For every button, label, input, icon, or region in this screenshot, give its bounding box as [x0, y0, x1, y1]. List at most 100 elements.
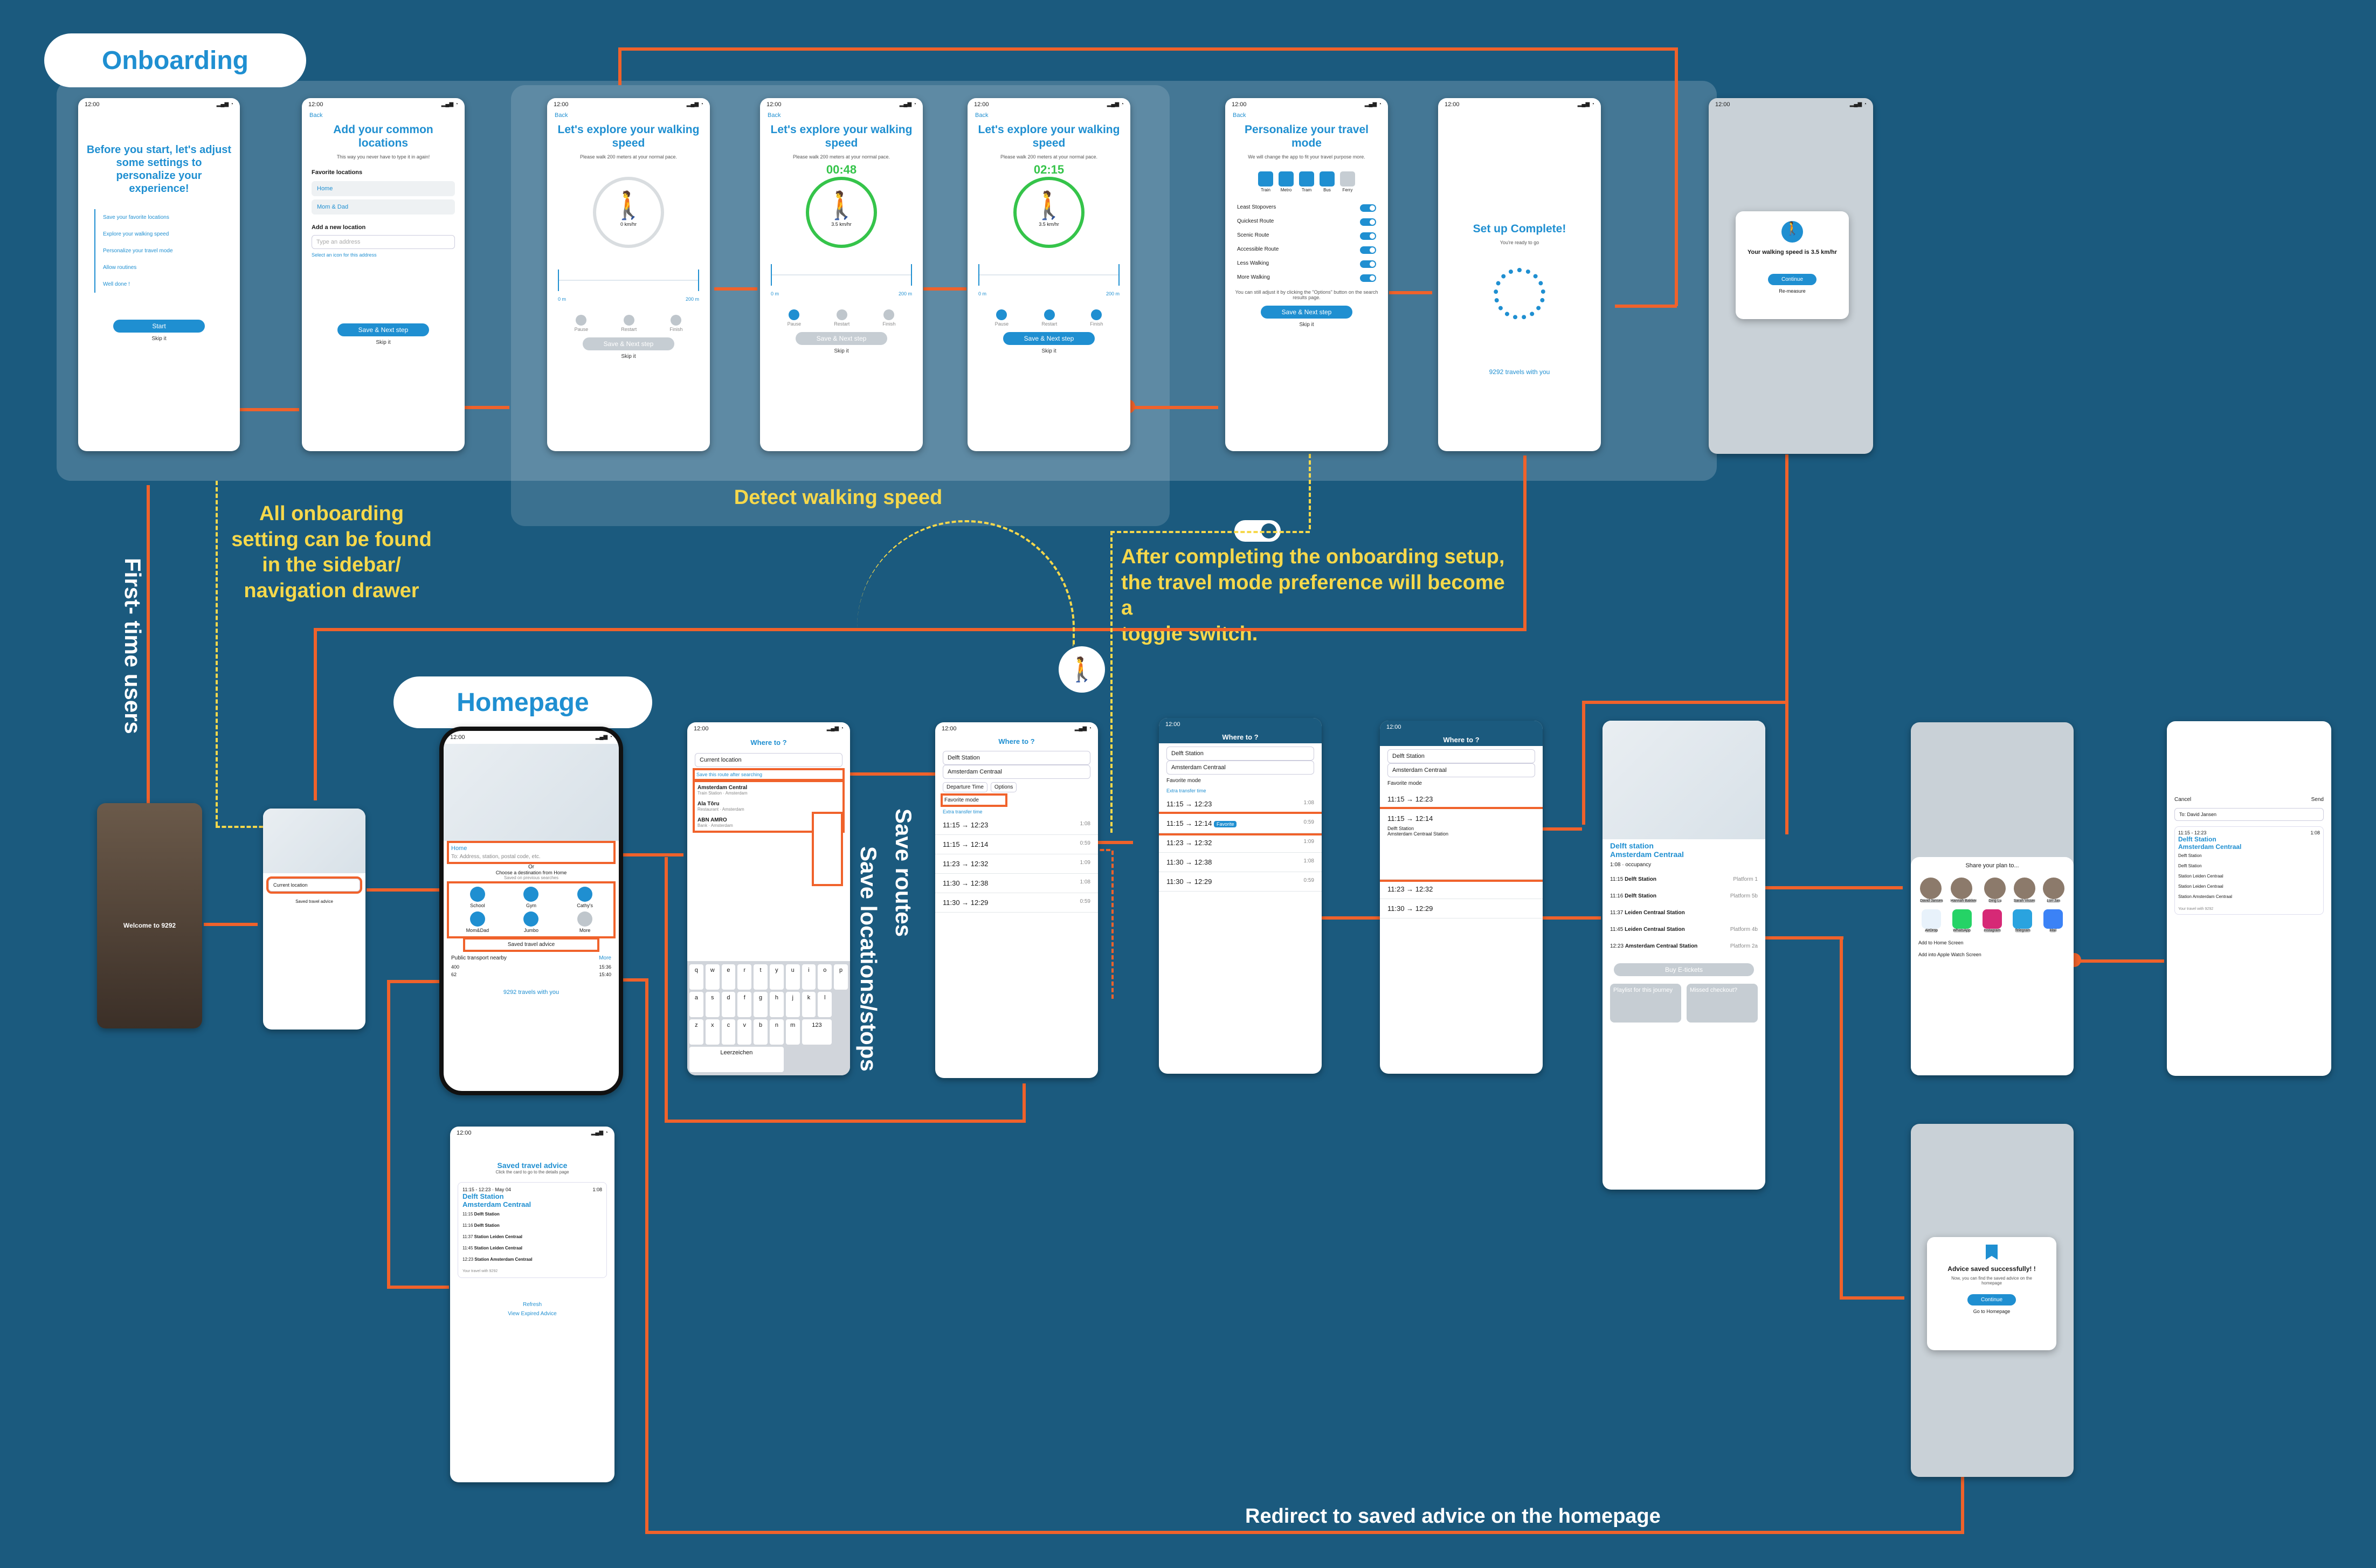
- trip-row[interactable]: 11:30 → 12:29: [1380, 899, 1543, 918]
- share-app[interactable]: WhatsApp: [1952, 909, 1972, 932]
- key[interactable]: q: [689, 964, 703, 990]
- numbers-key[interactable]: 123: [802, 1019, 832, 1045]
- home-origin[interactable]: Home: [451, 845, 467, 852]
- key[interactable]: w: [705, 964, 720, 990]
- back-link[interactable]: Back: [975, 112, 989, 119]
- share-app[interactable]: Mail: [2043, 909, 2063, 932]
- key[interactable]: k: [802, 992, 816, 1017]
- saved-advice-button[interactable]: Saved travel advice: [463, 937, 599, 952]
- departure-time[interactable]: Departure Time: [943, 782, 987, 792]
- save-next-button[interactable]: Save & Next step: [337, 323, 429, 337]
- key[interactable]: n: [769, 1019, 784, 1045]
- key[interactable]: t: [754, 964, 768, 990]
- go-home-link[interactable]: Go to Homepage: [1973, 1309, 2011, 1314]
- current-location-field[interactable]: Current location: [266, 876, 362, 894]
- key[interactable]: g: [754, 992, 768, 1017]
- key[interactable]: l: [818, 992, 832, 1017]
- space-key[interactable]: Leerzeichen: [689, 1047, 784, 1072]
- toggle-less-walking[interactable]: Less Walking: [1225, 257, 1388, 271]
- key[interactable]: h: [769, 992, 784, 1017]
- contact[interactable]: Hannah Bakker: [1950, 878, 1977, 903]
- icon-link[interactable]: Select an icon for this address: [312, 252, 377, 258]
- contact[interactable]: Ding Lu: [1984, 878, 2006, 903]
- refresh-link[interactable]: Refresh: [522, 1302, 542, 1308]
- remeasure-link[interactable]: Re-measure: [1779, 288, 1806, 294]
- save-next-button[interactable]: Save & Next step: [1003, 332, 1095, 346]
- share-app[interactable]: AirDrop: [1922, 909, 1942, 932]
- distance-slider[interactable]: [771, 264, 912, 286]
- pause-button[interactable]: Pause: [788, 309, 801, 327]
- restart-button[interactable]: Restart: [1041, 309, 1057, 327]
- key[interactable]: x: [705, 1019, 720, 1045]
- key[interactable]: y: [769, 964, 784, 990]
- recipient-field[interactable]: To: David Jansen: [2174, 808, 2324, 821]
- key[interactable]: d: [721, 992, 736, 1017]
- buy-etickets-button[interactable]: Buy E-tickets: [1614, 963, 1754, 976]
- key[interactable]: v: [737, 1019, 752, 1045]
- route-from[interactable]: Delft Station: [943, 751, 1090, 765]
- route-from[interactable]: Delft Station: [1166, 747, 1314, 761]
- key[interactable]: u: [785, 964, 800, 990]
- key[interactable]: o: [818, 964, 832, 990]
- toggle-more-walking[interactable]: More Walking: [1225, 271, 1388, 285]
- distance-slider[interactable]: [978, 264, 1120, 286]
- favorite-mom-dad[interactable]: Mom & Dad: [312, 199, 455, 215]
- favorite-home[interactable]: Home: [312, 181, 455, 197]
- key[interactable]: f: [737, 992, 752, 1017]
- contact[interactable]: Lori Jan: [2042, 878, 2064, 903]
- save-next-button[interactable]: Save & Next step: [796, 332, 887, 346]
- key[interactable]: s: [705, 992, 720, 1017]
- back-link[interactable]: Back: [768, 112, 781, 119]
- skip-link[interactable]: Skip it: [376, 340, 391, 346]
- share-app[interactable]: Instagram: [1982, 909, 2002, 932]
- pause-button[interactable]: Pause: [995, 309, 1009, 327]
- share-app[interactable]: Telegram: [2013, 909, 2033, 932]
- add-apple-watch[interactable]: Add into Apple Watch Screen: [1918, 952, 1981, 957]
- mode-bus[interactable]: Bus: [1318, 171, 1336, 192]
- shortcut-gym[interactable]: Gym: [506, 887, 557, 908]
- missed-checkout-card[interactable]: Missed checkout?: [1687, 984, 1758, 1023]
- key[interactable]: i: [802, 964, 816, 990]
- skip-link[interactable]: Skip it: [151, 336, 167, 342]
- options-button[interactable]: Options: [990, 782, 1017, 792]
- shortcut-more[interactable]: More: [560, 911, 610, 933]
- key[interactable]: c: [721, 1019, 736, 1045]
- back-link[interactable]: Back: [1233, 112, 1246, 119]
- expired-link[interactable]: View Expired Advice: [508, 1311, 557, 1317]
- key[interactable]: m: [785, 1019, 800, 1045]
- add-home-screen[interactable]: Add to Home Screen: [1918, 940, 1964, 945]
- mode-metro[interactable]: Metro: [1277, 171, 1295, 192]
- restart-button[interactable]: Restart: [834, 309, 849, 327]
- skip-link[interactable]: Skip it: [834, 348, 849, 355]
- skip-link[interactable]: Skip it: [1041, 348, 1056, 355]
- address-input[interactable]: Type an address: [312, 235, 455, 250]
- route-from[interactable]: Delft Station: [1387, 749, 1535, 763]
- back-link[interactable]: Back: [555, 112, 568, 119]
- distance-slider[interactable]: [558, 270, 699, 292]
- shortcut-mom-dad[interactable]: Mom&Dad: [452, 911, 503, 933]
- favorite-mode-toggle[interactable]: Favorite mode: [1166, 778, 1201, 784]
- toggle-scenic[interactable]: Scenic Route: [1225, 229, 1388, 243]
- continue-button[interactable]: Continue: [1967, 1294, 2016, 1305]
- key[interactable]: a: [689, 992, 703, 1017]
- save-route-checkbox[interactable]: Save this route after searching: [693, 768, 845, 781]
- save-next-button[interactable]: Save & Next step: [1261, 306, 1352, 319]
- cancel-button[interactable]: Cancel: [2174, 797, 2192, 803]
- shortcut-school[interactable]: School: [452, 887, 503, 908]
- mode-tram[interactable]: Tram: [1298, 171, 1315, 192]
- mode-ferry[interactable]: Ferry: [1339, 171, 1356, 192]
- skip-link[interactable]: Skip it: [621, 354, 636, 360]
- pause-button[interactable]: Pause: [575, 315, 588, 332]
